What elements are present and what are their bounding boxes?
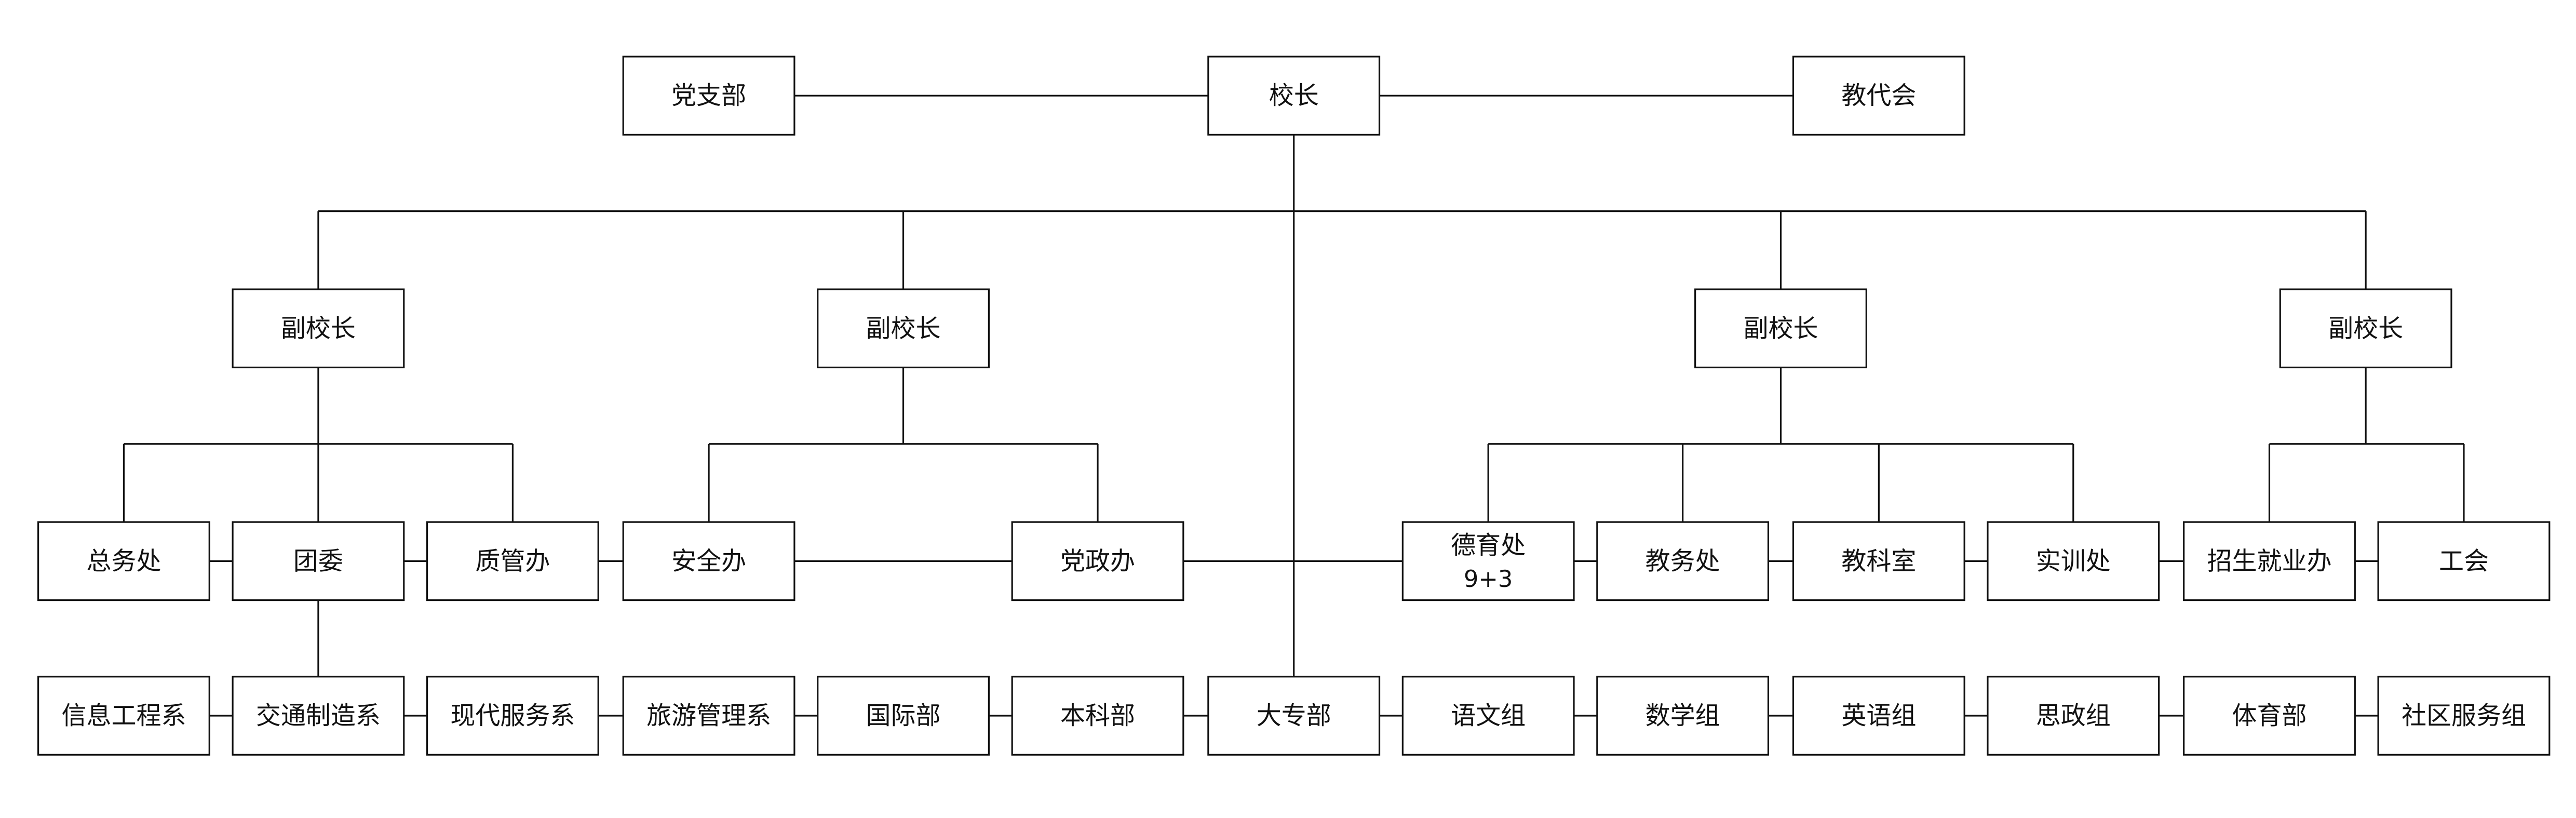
node-label: 旅游管理系 xyxy=(646,701,771,730)
node-pe: 体育部 xyxy=(2183,676,2356,756)
node-label: 德育处 xyxy=(1451,531,1526,560)
node-label: 副校长 xyxy=(1743,314,1818,343)
node-union1: 教代会 xyxy=(1792,56,1965,136)
node-label: 英语组 xyxy=(1841,701,1916,730)
node-vp4: 副校长 xyxy=(2279,288,2452,369)
node-union2: 工会 xyxy=(2377,521,2551,601)
node-box xyxy=(817,288,990,369)
node-label: 质管办 xyxy=(475,546,550,575)
node-label: 工会 xyxy=(2439,546,2489,575)
node-label: 校长 xyxy=(1269,81,1319,110)
node-label: 副校长 xyxy=(866,314,941,343)
node-box xyxy=(1207,676,1381,756)
node-box xyxy=(2377,676,2551,756)
node-training: 实训处 xyxy=(1987,521,2160,601)
node-vp2: 副校长 xyxy=(817,288,990,369)
node-label: 思政组 xyxy=(2036,701,2111,730)
node-label: 体育部 xyxy=(2232,701,2307,730)
node-label: 教务处 xyxy=(1646,546,1720,575)
node-league: 团委 xyxy=(232,521,405,601)
node-vp1: 副校长 xyxy=(232,288,405,369)
node-label: 招生就业办 xyxy=(2207,546,2331,575)
node-box xyxy=(622,56,795,136)
node-traffic: 交通制造系 xyxy=(232,676,405,756)
node-community: 社区服务组 xyxy=(2377,676,2551,756)
node-ideology: 思政组 xyxy=(1987,676,2160,756)
node-box xyxy=(1987,521,2160,601)
node-research: 教科室 xyxy=(1792,521,1965,601)
node-label: 交通制造系 xyxy=(256,701,381,730)
node-info: 信息工程系 xyxy=(37,676,210,756)
node-label: 实训处 xyxy=(2036,546,2111,575)
node-label: 数学组 xyxy=(1646,701,1720,730)
node-label: 教代会 xyxy=(1841,81,1916,110)
node-label: 党政办 xyxy=(1060,546,1135,575)
node-box xyxy=(2377,521,2551,601)
node-box xyxy=(232,288,405,369)
node-box xyxy=(622,521,795,601)
node-undergrad: 本科部 xyxy=(1011,676,1184,756)
node-academic: 教务处 xyxy=(1596,521,1770,601)
connector-lines xyxy=(123,95,2465,717)
node-label: 团委 xyxy=(293,546,343,575)
node-label: 教科室 xyxy=(1841,546,1916,575)
node-box xyxy=(817,676,990,756)
node-english: 英语组 xyxy=(1792,676,1965,756)
node-label: 语文组 xyxy=(1451,701,1526,730)
node-box xyxy=(2183,676,2356,756)
node-box xyxy=(426,676,599,756)
node-box xyxy=(1792,521,1965,601)
node-box xyxy=(1694,288,1867,369)
node-label: 副校长 xyxy=(2328,314,2403,343)
node-box xyxy=(1207,56,1381,136)
node-label: 副校长 xyxy=(281,314,356,343)
node-intl: 国际部 xyxy=(817,676,990,756)
node-label: 现代服务系 xyxy=(450,701,575,730)
node-box xyxy=(1792,56,1965,136)
node-label: 总务处 xyxy=(86,546,161,575)
node-box xyxy=(232,521,405,601)
node-sublabel: 9+3 xyxy=(1464,565,1513,593)
node-box xyxy=(426,521,599,601)
node-box xyxy=(1596,521,1770,601)
node-box xyxy=(37,521,210,601)
node-safety: 安全办 xyxy=(622,521,795,601)
node-box xyxy=(37,676,210,756)
node-box xyxy=(1987,676,2160,756)
node-box xyxy=(1792,676,1965,756)
node-chinese: 语文组 xyxy=(1401,676,1575,756)
node-box xyxy=(622,676,795,756)
node-box xyxy=(2183,521,2356,601)
node-head: 校长 xyxy=(1207,56,1381,136)
node-box xyxy=(1596,676,1770,756)
node-party: 党支部 xyxy=(622,56,795,136)
node-box xyxy=(1011,676,1184,756)
node-label: 本科部 xyxy=(1060,701,1135,730)
node-label: 党支部 xyxy=(671,81,746,110)
node-box xyxy=(1401,676,1575,756)
node-box xyxy=(1011,521,1184,601)
node-label: 国际部 xyxy=(866,701,941,730)
node-label: 大专部 xyxy=(1257,701,1331,730)
node-math: 数学组 xyxy=(1596,676,1770,756)
node-label: 安全办 xyxy=(671,546,746,575)
node-vp3: 副校长 xyxy=(1694,288,1867,369)
node-moral: 德育处 9+3 xyxy=(1401,521,1575,601)
node-quality: 质管办 xyxy=(426,521,599,601)
node-service: 现代服务系 xyxy=(426,676,599,756)
node-box xyxy=(1401,521,1575,601)
node-box xyxy=(232,676,405,756)
node-tourism: 旅游管理系 xyxy=(622,676,795,756)
node-box xyxy=(2279,288,2452,369)
node-label: 社区服务组 xyxy=(2402,701,2526,730)
node-college: 大专部 xyxy=(1207,676,1381,756)
node-politics: 党政办 xyxy=(1011,521,1184,601)
node-admission: 招生就业办 xyxy=(2183,521,2356,601)
node-label: 信息工程系 xyxy=(61,701,186,730)
node-general: 总务处 xyxy=(37,521,210,601)
